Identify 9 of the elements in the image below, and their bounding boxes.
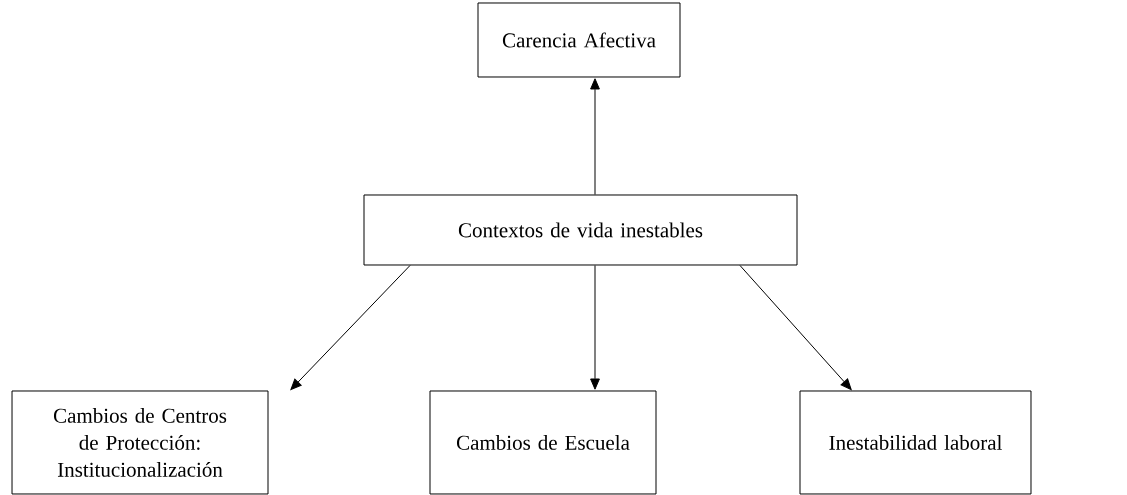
cause-box: Cambios de Escuela (429, 390, 657, 495)
central-box: Contextos de vida inestables (363, 194, 798, 266)
cause-box: Inestabilidad laboral (799, 390, 1032, 495)
effect-box: Carencia Afectiva (477, 2, 681, 78)
arrow (739, 265, 852, 390)
arrow (290, 265, 411, 391)
arrow (590, 78, 600, 195)
cause-box: Cambios de Centros de Protección: Institucionalización (11, 390, 269, 495)
arrow (590, 265, 600, 390)
